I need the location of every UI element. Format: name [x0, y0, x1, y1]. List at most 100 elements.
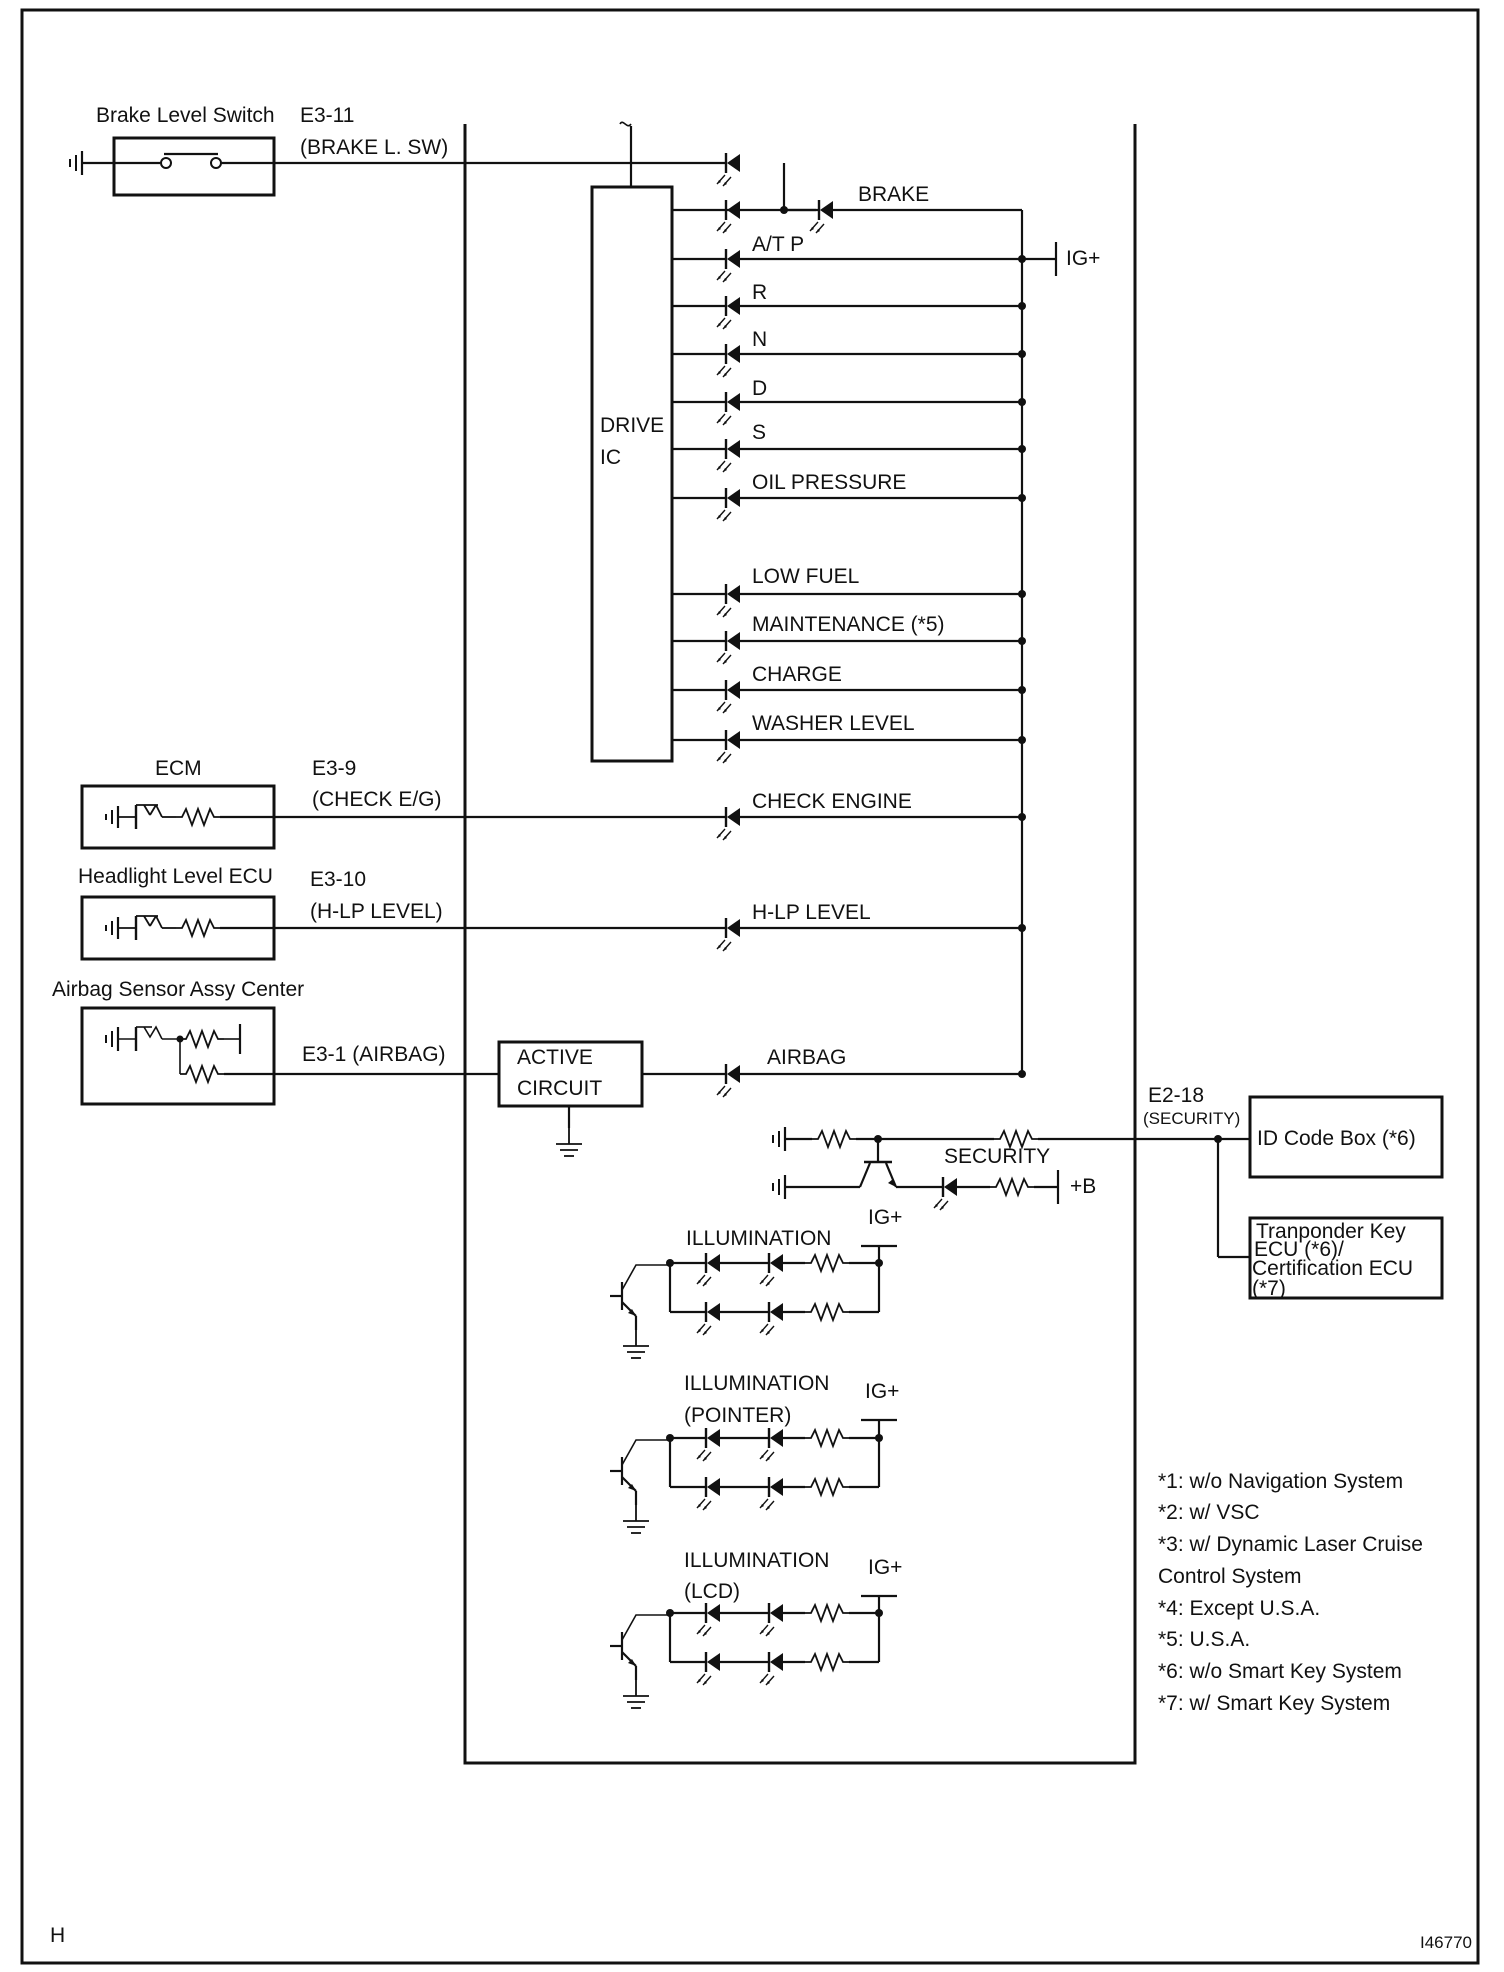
- ecm-unit: [80, 784, 276, 850]
- signal-check-eg: (CHECK E/G): [312, 788, 442, 811]
- illumination-circuits: [610, 1244, 897, 1709]
- note-6: *5: U.S.A.: [1158, 1628, 1250, 1651]
- illumination-ig-plus-1: IG+: [868, 1206, 902, 1229]
- indicator-row-maintenance: MAINTENANCE (*5): [672, 613, 1026, 666]
- plus-b-label: +B: [1070, 1175, 1096, 1198]
- pin-e3-1: E3-1 (AIRBAG): [302, 1043, 446, 1066]
- illumination-pointer-label-1: ILLUMINATION: [684, 1372, 829, 1395]
- pin-e3-10: E3-10: [310, 868, 366, 891]
- indicator-row-atp: A/T P: [672, 233, 1026, 284]
- active-circuit-box: [274, 1040, 727, 1157]
- security-label: SECURITY: [944, 1145, 1050, 1168]
- indicator-label-s: S: [752, 421, 766, 444]
- security-circuit: [771, 1125, 1250, 1259]
- indicator-led-d: [715, 390, 742, 427]
- indicator-row-charge: CHARGE: [672, 663, 1026, 715]
- indicator-label-airbag: AIRBAG: [767, 1046, 846, 1069]
- indicator-led-low-fuel: [715, 582, 742, 619]
- brake-level-switch-label: Brake Level Switch: [96, 104, 275, 127]
- indicator-led-atp: [715, 247, 742, 284]
- drive-ic: [590, 126, 674, 763]
- illumination-lcd-circuit: [610, 1594, 897, 1709]
- transponder-label-1: Tranponder Key: [1256, 1220, 1406, 1243]
- indicator-label-washer-level: WASHER LEVEL: [752, 712, 915, 735]
- corner-letter: H: [50, 1924, 65, 1947]
- ig-plus-label: IG+: [1066, 247, 1100, 270]
- combination-meter-outline: [463, 124, 1137, 1765]
- indicator-label-oil-pressure: OIL PRESSURE: [752, 471, 906, 494]
- indicator-led-hlp-level: [715, 916, 742, 953]
- pin-e3-9: E3-9: [312, 757, 356, 780]
- indicator-label-atp: A/T P: [752, 233, 804, 256]
- illumination-pointer-circuit: [610, 1418, 897, 1534]
- illumination-lcd-label-2: (LCD): [684, 1580, 740, 1603]
- indicator-led-oil-pressure: [715, 486, 742, 523]
- indicator-label-n: N: [752, 328, 767, 351]
- indicator-row-r: R: [672, 281, 1026, 331]
- airbag-sensor-label: Airbag Sensor Assy Center: [52, 978, 304, 1001]
- transponder-label-2: ECU (*6)/: [1254, 1238, 1344, 1261]
- indicator-led-airbag: [715, 1062, 742, 1099]
- indicator-row-n: N: [672, 328, 1026, 379]
- ecm-label: ECM: [155, 757, 202, 780]
- brake-level-switch: [68, 136, 276, 197]
- pin-e2-18: E2-18: [1148, 1084, 1204, 1107]
- indicator-row-washer-level: WASHER LEVEL: [672, 712, 1026, 765]
- headlight-level-ecu-unit: [80, 895, 276, 961]
- id-code-box-label: ID Code Box (*6): [1257, 1127, 1416, 1150]
- signal-security: (SECURITY): [1143, 1109, 1240, 1128]
- indicator-row-s: S: [672, 421, 1026, 474]
- indicator-led-charge: [715, 678, 742, 715]
- illumination-ig-plus-2: IG+: [865, 1380, 899, 1403]
- indicator-row-oil-pressure: OIL PRESSURE: [672, 471, 1026, 523]
- signal-hlp-level: (H-LP LEVEL): [310, 900, 443, 923]
- signal-brake-l-sw: (BRAKE L. SW): [300, 136, 448, 159]
- note-5: *4: Except U.S.A.: [1158, 1597, 1320, 1620]
- indicator-led-maintenance: [715, 629, 742, 666]
- indicator-row-low-fuel: LOW FUEL: [672, 565, 1026, 619]
- note-4: Control System: [1158, 1565, 1302, 1588]
- active-circuit-label-2: CIRCUIT: [517, 1077, 602, 1100]
- brake-indicator-led: [672, 163, 1024, 259]
- active-circuit-label-1: ACTIVE: [517, 1046, 593, 1069]
- indicator-label-low-fuel: LOW FUEL: [752, 565, 859, 588]
- indicator-circuits: A/T P R N DS OIL PRESSURE LOW FUEL MAINTENANCE…: [274, 233, 1026, 1099]
- indicator-label-d: D: [752, 377, 767, 400]
- note-8: *7: w/ Smart Key System: [1158, 1692, 1390, 1715]
- indicator-row-d: D: [672, 377, 1026, 427]
- note-1: *1: w/o Navigation System: [1158, 1470, 1403, 1493]
- illumination-lcd-label-1: ILLUMINATION: [684, 1549, 829, 1572]
- indicator-row-hlp-level: H-LP LEVEL: [274, 901, 1026, 953]
- airbag-sensor-unit: [80, 1006, 276, 1106]
- indicator-label-maintenance: MAINTENANCE (*5): [752, 613, 945, 636]
- transponder-key-ecu-box: [1248, 1216, 1444, 1300]
- indicator-label-brake: BRAKE: [858, 183, 929, 206]
- indicator-label-hlp-level: H-LP LEVEL: [752, 901, 871, 924]
- transponder-label-3: Certification ECU: [1252, 1257, 1413, 1280]
- indicator-row-airbag: AIRBAG: [715, 1046, 1026, 1099]
- indicator-label-check-engine: CHECK ENGINE: [752, 790, 912, 813]
- transponder-label-4: (*7): [1252, 1277, 1286, 1300]
- page-frame: [20, 8, 1480, 1965]
- illumination-pointer-label-2: (POINTER): [684, 1404, 791, 1427]
- drive-ic-label-2: IC: [600, 446, 621, 469]
- drive-ic-label-1: DRIVE: [600, 414, 664, 437]
- note-7: *6: w/o Smart Key System: [1158, 1660, 1402, 1683]
- indicator-led-s: [715, 437, 742, 474]
- note-3: *3: w/ Dynamic Laser Cruise: [1158, 1533, 1423, 1556]
- indicator-led-r: [715, 294, 742, 331]
- figure-id: I46770: [1420, 1933, 1472, 1952]
- indicator-row-check-engine: CHECK ENGINE: [274, 790, 1026, 842]
- note-2: *2: w/ VSC: [1158, 1501, 1260, 1524]
- headlight-level-ecu-label: Headlight Level ECU: [78, 865, 273, 888]
- indicator-led-washer-level: [715, 728, 742, 765]
- indicator-label-r: R: [752, 281, 767, 304]
- footnotes: *1: w/o Navigation System *2: w/ VSC *3:…: [1158, 1470, 1423, 1715]
- id-code-box: [1248, 1095, 1444, 1179]
- illumination-circuit: [610, 1244, 897, 1359]
- indicator-led-n: [715, 342, 742, 379]
- indicator-led-check-engine: [715, 805, 742, 842]
- illumination-label-1: ILLUMINATION: [686, 1227, 831, 1250]
- indicator-label-charge: CHARGE: [752, 663, 842, 686]
